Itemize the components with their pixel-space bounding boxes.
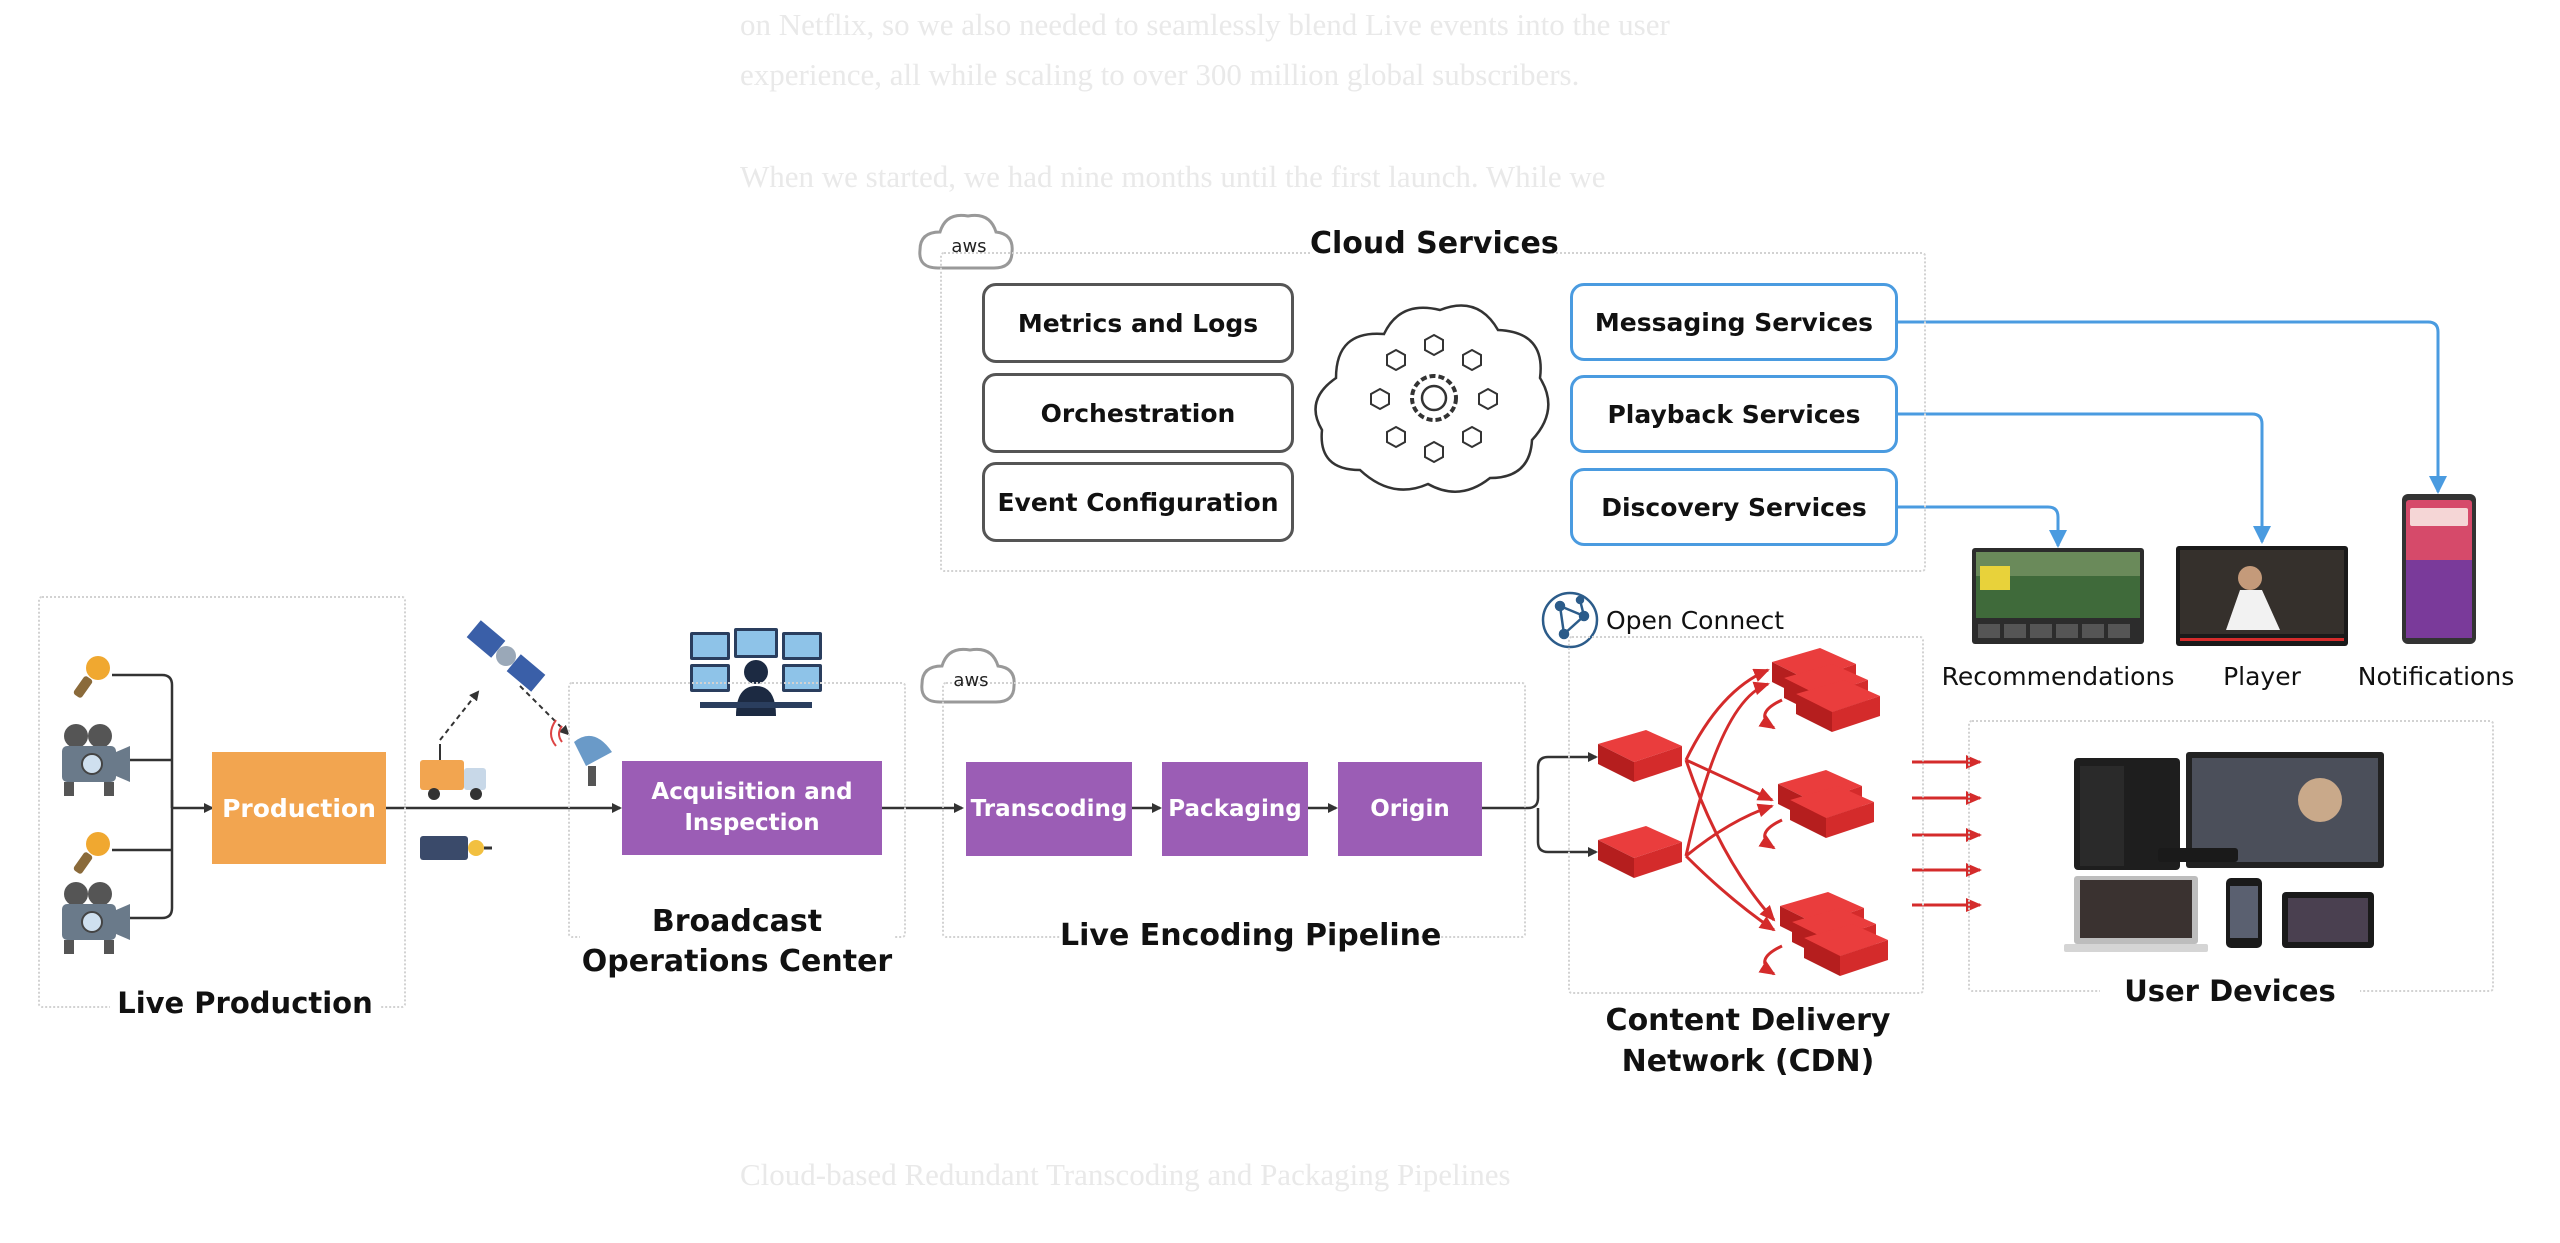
background-caption: Cloud-based Redundant Transcoding and Pa… (740, 1157, 1511, 1192)
production-box: Production (212, 752, 386, 864)
main-flow-lines (385, 752, 1598, 857)
satellite-dish-icon (550, 719, 612, 786)
cdn-fanout-arrows (1684, 668, 1783, 976)
notifications-label: Notifications (2357, 662, 2515, 691)
acquisition-line-2: Inspection (684, 810, 820, 836)
microservices-cloud-icon (1314, 304, 1550, 493)
broadcast-van-icon (420, 744, 486, 800)
camera-icon (62, 882, 130, 954)
live-encoding-title: Live Encoding Pipeline (1060, 918, 1442, 953)
recommendations-preview-image (1972, 548, 2144, 644)
live-production-title: Live Production (110, 986, 380, 1020)
acquisition-line-1: Acquisition and (651, 779, 853, 805)
cloud-services-title: Cloud Services (1310, 226, 1559, 261)
boc-title-line-2: Operations Center (581, 944, 893, 979)
microphone-icon (73, 832, 110, 874)
origin-box: Origin (1338, 762, 1482, 856)
cdn-title: Content Delivery Network (CDN) (1590, 1000, 1906, 1082)
transcoding-box: Transcoding (966, 762, 1132, 856)
event-configuration-box: Event Configuration (982, 462, 1294, 542)
broadcast-operations-title: Broadcast Operations Center (580, 902, 894, 982)
boc-title-line-1: Broadcast (651, 904, 823, 939)
background-text-line-1: on Netflix, so we also needed to seamles… (740, 7, 1670, 42)
aws-badge-label: aws (951, 236, 987, 257)
cdn-title-line-2: Network (CDN) (1621, 1044, 1875, 1079)
open-connect-icon (1541, 591, 1599, 649)
background-text-line-2: experience, all while scaling to over 30… (740, 57, 1580, 92)
user-devices-region (1968, 720, 2494, 992)
cdn-region (1568, 636, 1924, 994)
service-arrows (1898, 320, 2447, 548)
metrics-and-logs-box: Metrics and Logs (982, 283, 1294, 363)
notifications-phone-image (2402, 494, 2476, 644)
messaging-services-box: Messaging Services (1570, 283, 1898, 361)
microphone-icon (73, 656, 110, 698)
open-connect-label: Open Connect (1606, 606, 1785, 635)
background-text-line-3: When we started, we had nine months unti… (740, 159, 1606, 194)
user-devices-title: User Devices (2100, 974, 2360, 1008)
packaging-box: Packaging (1162, 762, 1308, 856)
camera-icon (62, 724, 130, 796)
player-preview-image (2176, 546, 2348, 646)
aws-badge-label-bottom: aws (953, 670, 989, 691)
cdn-title-line-1: Content Delivery (1605, 1003, 1891, 1038)
fiber-encoder-icon (420, 836, 492, 860)
devices-image (2064, 752, 2384, 952)
recommendations-label: Recommendations (1941, 662, 2175, 691)
aws-cloud-badge-bottom (920, 647, 1016, 704)
playback-services-box: Playback Services (1570, 375, 1898, 453)
acquisition-and-inspection-box: Acquisition and Inspection (622, 761, 882, 855)
discovery-services-box: Discovery Services (1570, 468, 1898, 546)
production-input-lines (112, 673, 214, 920)
player-label: Player (2223, 662, 2301, 691)
orchestration-box: Orchestration (982, 373, 1294, 453)
satellite-icon (466, 620, 546, 692)
